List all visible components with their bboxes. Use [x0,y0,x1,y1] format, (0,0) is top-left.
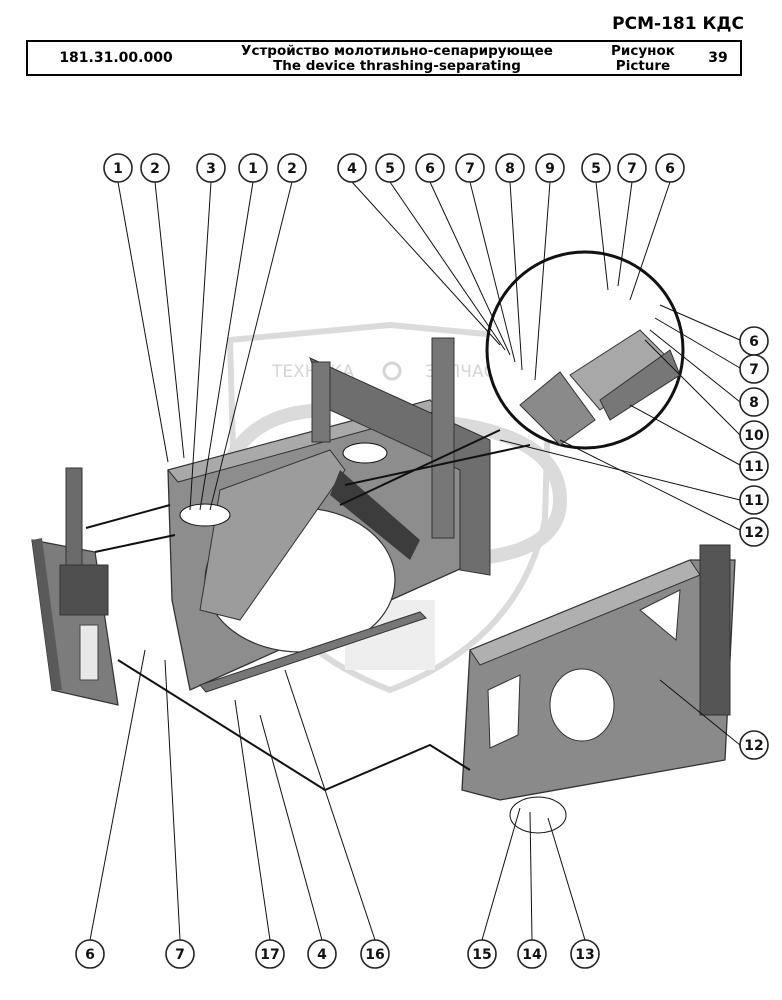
callout: 5 [375,153,405,183]
svg-text:2: 2 [150,161,160,177]
svg-text:11: 11 [744,459,763,475]
gear-icon [382,361,402,381]
assembly-title: Устройство молотильно-сепарирующее The d… [204,44,590,74]
callout: 11 [739,451,769,481]
title-ru: Устройство молотильно-сепарирующее [241,43,553,59]
callout: 9 [535,153,565,183]
svg-text:15: 15 [472,947,491,963]
callout: 6 [655,153,685,183]
svg-text:6: 6 [85,947,95,963]
callout: 2 [277,153,307,183]
callout: 13 [570,939,600,969]
svg-text:1: 1 [248,161,258,177]
svg-text:11: 11 [744,493,763,509]
callout: 6 [739,326,769,356]
model-name: РСМ-181 КДС [612,14,744,34]
assembly-lines [85,504,471,792]
svg-text:14: 14 [522,947,542,963]
svg-text:5: 5 [385,161,395,177]
callout: 1 [103,153,133,183]
callout: 7 [739,354,769,384]
callout: 2 [140,153,170,183]
callout: 12 [739,517,769,547]
svg-text:7: 7 [627,161,637,177]
svg-text:8: 8 [749,395,759,411]
lower-frame [461,544,736,801]
svg-text:7: 7 [749,362,759,378]
callout: 5 [581,153,611,183]
title-en: The device thrashing-separating [273,58,521,74]
svg-text:8: 8 [505,161,515,177]
callout: 17 [255,939,285,969]
svg-text:3: 3 [206,161,216,177]
callout: 8 [739,387,769,417]
callout: 6 [75,939,105,969]
svg-text:13: 13 [575,947,594,963]
svg-text:12: 12 [744,525,763,541]
callout: 4 [307,939,337,969]
callout: 7 [617,153,647,183]
callout: 4 [337,153,367,183]
callout: 6 [415,153,445,183]
callout: 7 [165,939,195,969]
callout: 1 [238,153,268,183]
svg-text:4: 4 [347,161,357,177]
svg-text:4: 4 [317,947,327,963]
picture-label-en: Picture [615,58,671,74]
svg-text:7: 7 [175,947,185,963]
part-code: 181.31.00.000 [59,50,173,66]
callout: 15 [467,939,497,969]
callouts-top: 1 2 3 1 2 4 5 6 7 8 9 5 7 6 [103,153,685,183]
leader-lines [89,181,741,941]
left-side-panel [31,467,119,706]
title-block: 181.31.00.000 Устройство молотильно-сепа… [26,40,742,76]
rear-frame [309,337,491,576]
svg-text:9: 9 [545,161,555,177]
svg-text:6: 6 [425,161,435,177]
callout: 10 [739,420,769,450]
callouts-bottom: 6 7 17 4 16 15 14 13 [75,939,600,969]
picture-number: 39 [708,50,728,66]
fastener-groups [179,442,567,834]
callout: 16 [360,939,390,969]
svg-text:17: 17 [260,947,279,963]
svg-text:10: 10 [744,428,764,444]
callout: 14 [517,939,547,969]
callout: 3 [196,153,226,183]
callout: 7 [455,153,485,183]
bottom-bar [199,611,427,693]
callouts-right: 6 7 8 10 11 11 12 12 [739,326,769,760]
svg-text:2: 2 [287,161,297,177]
svg-text:6: 6 [665,161,675,177]
callout: 8 [495,153,525,183]
svg-text:16: 16 [365,947,384,963]
svg-text:1: 1 [113,161,123,177]
callout: 12 [739,730,769,760]
callout: 11 [739,485,769,515]
svg-text:6: 6 [749,334,759,350]
picture-label-ru: Рисунок [611,43,675,59]
detail-magnifier [339,250,685,506]
picture-label: Рисунок Picture [590,44,696,74]
svg-text:7: 7 [465,161,475,177]
svg-text:5: 5 [591,161,601,177]
svg-text:12: 12 [744,738,763,754]
